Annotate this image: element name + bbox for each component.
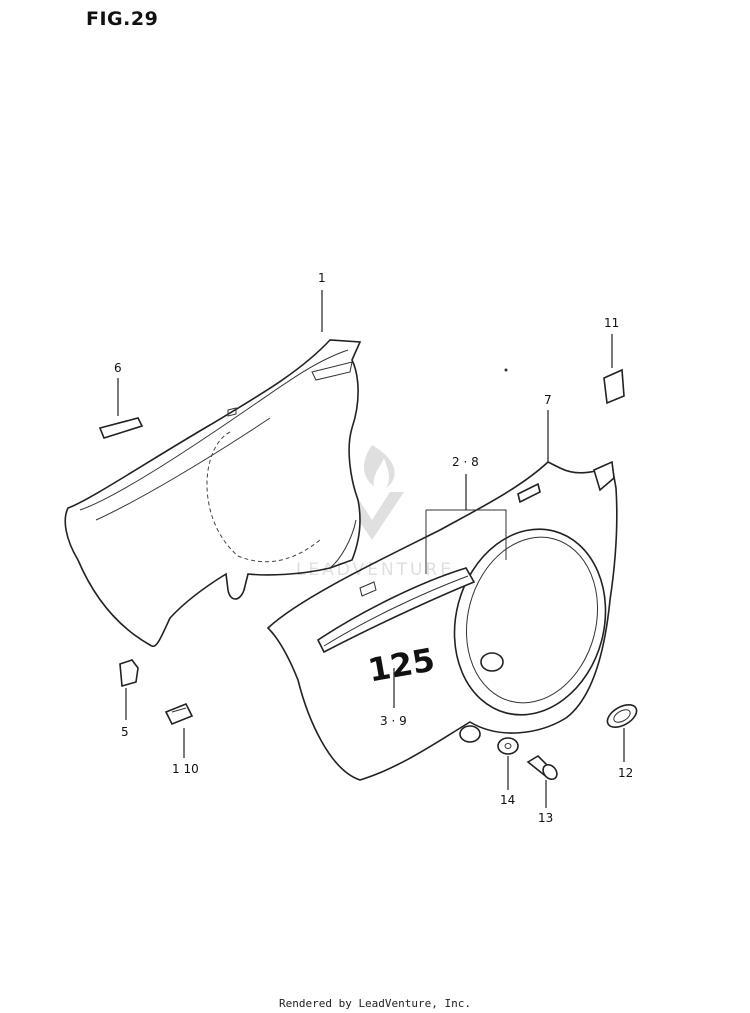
- callout-14: 14: [500, 793, 515, 807]
- figure-title: FIG.29: [86, 8, 159, 30]
- part-5-grommet: [119, 659, 139, 688]
- callout-labels: 1 6 11 7 2 · 8 3 · 9 5 1 10 12 14 13: [114, 271, 633, 825]
- part-11-pad: [603, 368, 625, 405]
- callout-7: 7: [544, 393, 552, 407]
- callout-2-8: 2 · 8: [452, 455, 479, 469]
- callout-13: 13: [538, 811, 553, 825]
- callout-12: 12: [618, 766, 633, 780]
- callout-3-9: 3 · 9: [380, 714, 407, 728]
- callout-11: 11: [604, 316, 619, 330]
- leader-lines: [117, 290, 625, 808]
- part-6-pad: [98, 417, 144, 439]
- footer-credit: Rendered by LeadVenture, Inc.: [278, 997, 472, 1010]
- callout-10: 1 10: [172, 762, 199, 776]
- callout-6: 6: [114, 361, 122, 375]
- callout-5: 5: [121, 725, 129, 739]
- left-side-cover: [64, 339, 362, 647]
- part-13-screw: [526, 754, 558, 781]
- watermark: LEADVENTURE: [295, 560, 455, 580]
- callout-1: 1: [318, 271, 326, 285]
- part-12-badge: [606, 704, 638, 728]
- part-14-washer: [497, 737, 519, 755]
- right-side-cover: 125: [266, 460, 618, 781]
- part-10-clip: [164, 702, 194, 726]
